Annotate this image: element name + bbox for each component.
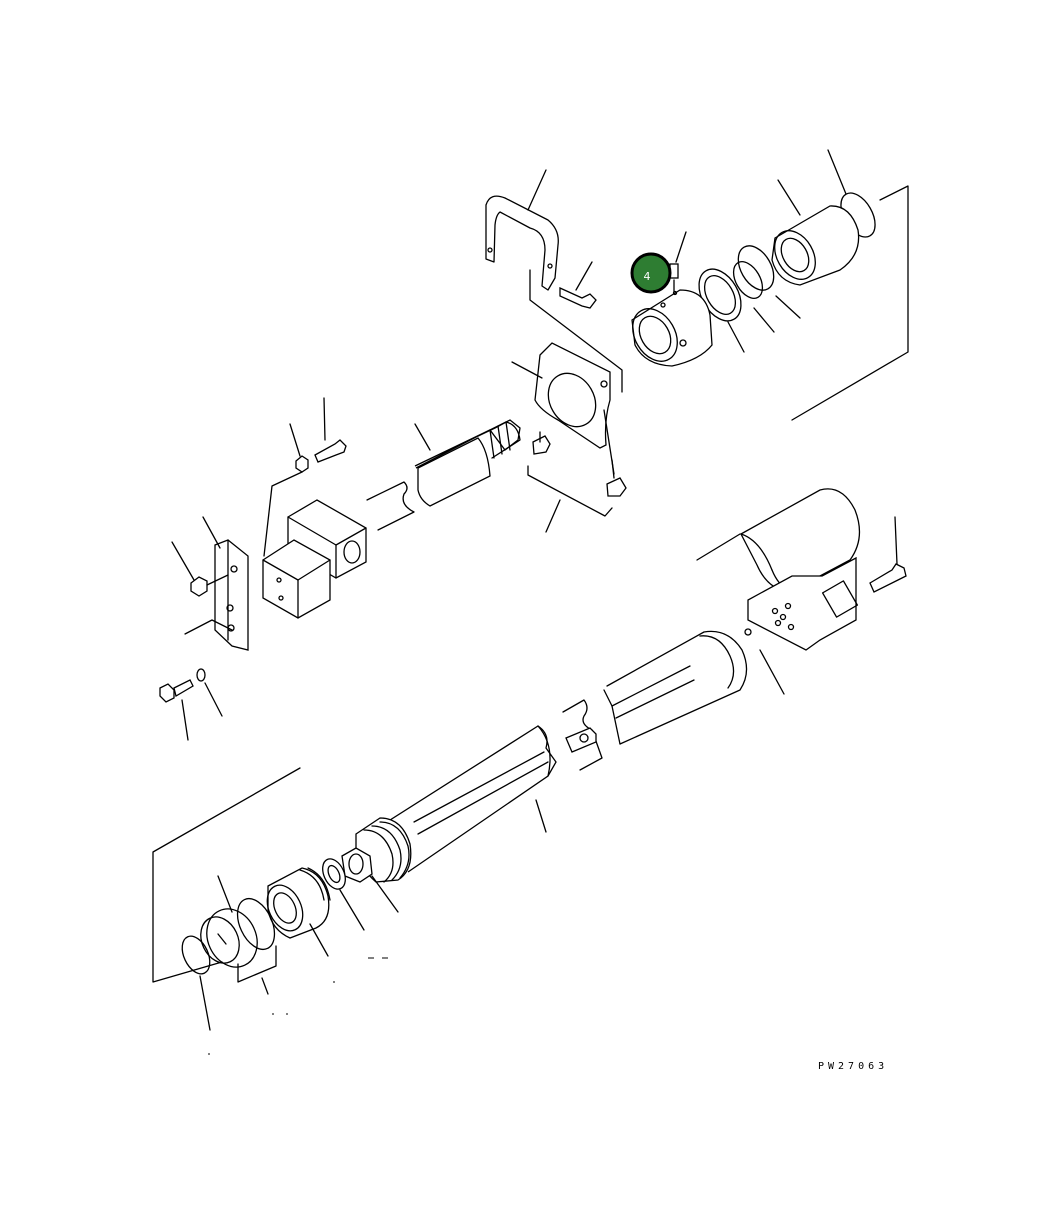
piston-rod-upper <box>366 419 521 531</box>
hose-clamp-bracket <box>485 169 623 393</box>
rod-break-middle <box>562 699 603 771</box>
callout-4-label: 4 <box>644 270 651 283</box>
trunnion-bracket <box>511 342 627 533</box>
callout-4-marker[interactable]: 4 <box>630 252 672 294</box>
piston-rod-lower <box>341 725 557 913</box>
rod-head-assembly <box>631 149 909 421</box>
cylinder-tube <box>603 488 907 745</box>
drawing-code: PW27063 <box>818 1061 889 1072</box>
mounting-plate <box>159 397 347 741</box>
rod-end-block <box>262 499 367 619</box>
piston-assembly <box>152 767 388 1055</box>
